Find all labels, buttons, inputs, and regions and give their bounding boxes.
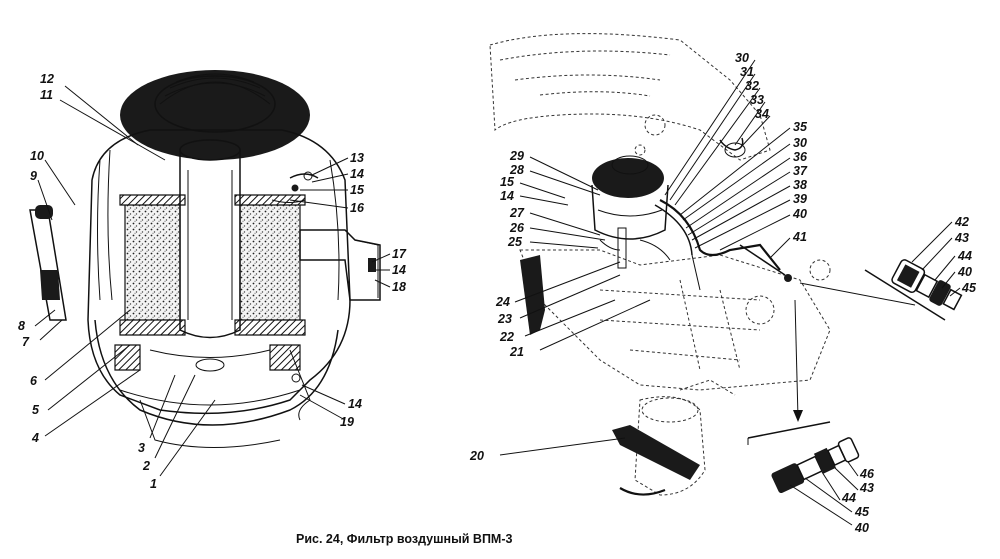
inset-top-leaders	[911, 221, 961, 297]
filter-element-left	[124, 199, 181, 331]
engine-block	[519, 249, 831, 391]
label-40-b: 40	[957, 265, 972, 279]
label-17: 17	[392, 247, 407, 261]
label-1: 1	[150, 477, 157, 491]
label-33: 33	[750, 93, 764, 107]
label-16: 16	[350, 201, 365, 215]
oil-bath-bowl	[94, 319, 339, 426]
side-inlet-box	[299, 229, 381, 301]
center-tube	[179, 150, 241, 339]
label-38: 38	[793, 178, 807, 192]
inset-bottom-leaders	[789, 461, 859, 526]
label-43-a: 43	[954, 231, 969, 245]
engine-view-labels: 20 21 22 23 24 25 26 27 14 15 28 29 30 3…	[469, 51, 808, 463]
inset-top-labels: 42 43 44 40 45	[954, 215, 977, 295]
label-34: 34	[755, 107, 769, 121]
engine-leader-lines	[499, 59, 791, 456]
label-44-b: 44	[841, 491, 856, 505]
filter-element-right	[239, 199, 301, 331]
label-45-b: 45	[854, 505, 870, 519]
label-14-b: 14	[392, 263, 406, 277]
label-22: 22	[499, 330, 514, 344]
mounting-bracket	[29, 209, 67, 321]
body-panel	[489, 33, 771, 161]
label-14-c: 14	[348, 397, 362, 411]
label-21: 21	[509, 345, 524, 359]
label-39: 39	[793, 192, 807, 206]
label-28: 28	[509, 163, 524, 177]
label-31: 31	[740, 65, 754, 79]
label-19: 19	[340, 415, 354, 429]
label-8: 8	[18, 319, 25, 333]
air-filter-cutaway	[29, 70, 381, 448]
mounted-air-filter	[591, 155, 671, 269]
inset-bottom-labels: 46 43 44 45 40	[841, 467, 875, 535]
label-7: 7	[22, 335, 30, 349]
engine-installation-view	[489, 33, 916, 496]
label-36: 36	[793, 150, 808, 164]
label-20: 20	[469, 449, 484, 463]
label-42: 42	[954, 215, 969, 229]
inlet-hose-ring	[120, 70, 310, 160]
inset-union-top	[864, 259, 963, 321]
left-leader-lines	[34, 85, 391, 477]
label-27: 27	[509, 206, 525, 220]
label-18: 18	[392, 280, 406, 294]
label-40-c: 40	[854, 521, 869, 535]
label-32: 32	[745, 79, 759, 93]
label-23: 23	[497, 312, 512, 326]
label-46: 46	[859, 467, 875, 481]
inset-union-bottom	[747, 299, 860, 494]
label-14-d: 14	[500, 189, 514, 203]
label-25: 25	[507, 235, 523, 249]
label-10: 10	[30, 149, 44, 163]
intake-hose	[659, 199, 781, 271]
label-5: 5	[32, 403, 40, 417]
label-43-b: 43	[859, 481, 874, 495]
label-13: 13	[350, 151, 364, 165]
label-41: 41	[792, 230, 807, 244]
label-30-a: 30	[735, 51, 749, 65]
label-11: 11	[40, 88, 53, 102]
label-30-b: 30	[793, 136, 807, 150]
label-37: 37	[793, 164, 808, 178]
label-6: 6	[30, 374, 38, 388]
label-2: 2	[142, 459, 150, 473]
label-44-a: 44	[957, 249, 972, 263]
figure-caption: Рис. 24, Фильтр воздушный ВПМ-3	[296, 532, 513, 546]
label-35: 35	[793, 120, 808, 134]
left-view-labels: 12 11 10 9 8 7 6 5 4 3 2 1 13 14 15 16 1…	[18, 72, 407, 491]
label-40-a: 40	[792, 207, 807, 221]
label-24: 24	[495, 295, 510, 309]
label-9: 9	[30, 169, 37, 183]
label-14-a: 14	[350, 167, 364, 181]
label-45-a: 45	[961, 281, 977, 295]
label-29: 29	[509, 149, 524, 163]
label-3: 3	[138, 441, 145, 455]
label-26: 26	[509, 221, 525, 235]
label-15-b: 15	[500, 175, 515, 189]
label-4: 4	[31, 431, 39, 445]
label-12: 12	[40, 72, 54, 86]
label-15: 15	[350, 183, 365, 197]
